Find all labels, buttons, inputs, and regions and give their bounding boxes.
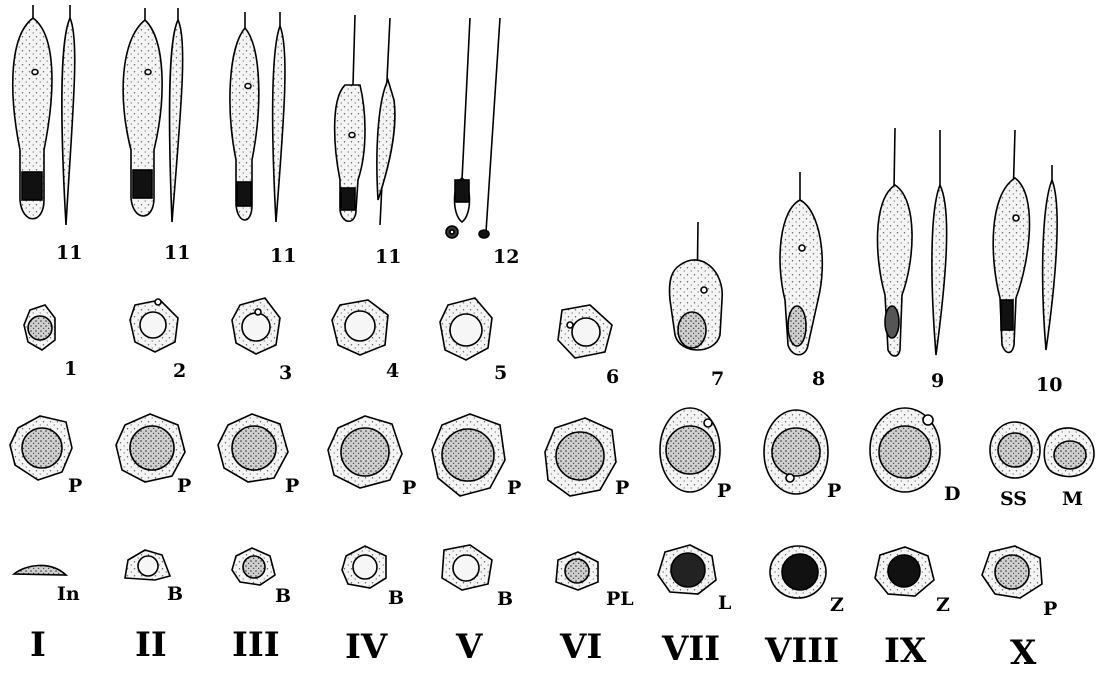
spermatogonia-label-2: B	[167, 585, 183, 604]
spermatogonia-VII	[658, 545, 716, 594]
top-row-cells	[13, 5, 500, 238]
spermatid-label-4: 4	[386, 362, 399, 381]
spermatid-8	[780, 172, 822, 355]
spermatocyte-label-4: P	[402, 479, 416, 498]
spermatocyte-label-10: SS	[1000, 490, 1027, 509]
spermatid-10	[993, 130, 1057, 353]
spermatocyte-label-3: P	[285, 477, 299, 496]
spermatogonia-V	[442, 545, 492, 590]
spermatogonia-label-3: B	[275, 587, 291, 606]
spermatid-label-3: 3	[279, 364, 292, 383]
spermatid-3	[232, 298, 280, 354]
elongate-spermatid-pair-2	[123, 8, 183, 222]
stage-label-I: I	[30, 628, 46, 662]
spermatid-4	[332, 300, 388, 355]
spermatogonia-III	[232, 548, 275, 585]
elongate-spermatid-pair-3	[230, 12, 285, 222]
stage-label-VI: VI	[560, 630, 602, 664]
stage-label-IX: IX	[884, 634, 926, 668]
spermatocyte-III	[218, 414, 288, 482]
spermatid-7	[669, 222, 722, 350]
stage-label-VII: VII	[662, 632, 720, 666]
spermatid-label-6: 6	[606, 368, 619, 387]
spermatid-1	[24, 305, 55, 350]
spermatogonia-label-7: L	[718, 594, 731, 613]
stage-label-III: III	[232, 628, 280, 662]
spermatid-label-7: 7	[711, 370, 724, 389]
spermatid-5	[440, 298, 492, 360]
spermatogonia-I	[14, 565, 66, 575]
elongate-spermatid-pair-5	[446, 18, 500, 238]
spermatogonia-IX	[875, 547, 934, 596]
spermatid-label-5: 5	[494, 364, 507, 383]
spermatid-label-9: 9	[931, 372, 944, 391]
spermatid-label-8: 8	[812, 370, 825, 389]
spermatocyte-label-1: P	[68, 477, 82, 496]
spermatogonia-X	[982, 546, 1042, 598]
stage-label-IV: IV	[345, 630, 387, 664]
spermatocyte-label-11: M	[1062, 490, 1083, 509]
top-label-2: 11	[164, 244, 190, 263]
stage-label-II: II	[135, 628, 167, 662]
spermatocyte-VI	[545, 418, 616, 496]
elongate-spermatid-pair-1	[13, 5, 75, 225]
spermatogonia-label-5: B	[497, 590, 513, 609]
spermatogonia-label-8: Z	[830, 596, 844, 615]
spermatocyte-row-cells	[10, 408, 1094, 496]
top-label-3: 11	[270, 247, 296, 266]
spermatocyte-IX	[870, 408, 940, 492]
top-label-4: 11	[375, 248, 401, 267]
spermatogonia-label-1: In	[57, 585, 80, 604]
top-label-5: 12	[493, 248, 519, 267]
spermatogonia-VI	[556, 552, 598, 590]
spermatocyte-VIII	[764, 410, 828, 494]
spermatocyte-VII	[660, 408, 720, 492]
spermatocyte-IV	[328, 416, 402, 488]
top-label-1: 11	[56, 244, 82, 263]
spermatocyte-label-9: D	[944, 485, 960, 504]
spermatid-label-10: 10	[1036, 376, 1062, 395]
spermatocyte-label-2: P	[177, 477, 191, 496]
spermatogonia-label-10: P	[1043, 600, 1057, 619]
spermatocyte-II	[116, 414, 185, 482]
spermatocyte-label-6: P	[615, 479, 629, 498]
spermatid-9	[877, 128, 946, 356]
spermatocyte-label-5: P	[507, 479, 521, 498]
spermatid-label-2: 2	[173, 362, 186, 381]
stage-label-VIII: VIII	[765, 634, 839, 668]
spermatid-6	[558, 305, 612, 358]
spermatogonia-IV	[342, 546, 386, 588]
spermatogonia-label-6: PL	[606, 590, 634, 609]
stage-label-X: X	[1010, 636, 1036, 670]
spermatocyte-I	[10, 416, 72, 480]
spermatocyte-label-7: P	[717, 482, 731, 501]
spermatocyte-V	[432, 414, 505, 496]
elongate-spermatid-pair-4	[335, 15, 395, 225]
spermatogonia-label-9: Z	[936, 596, 950, 615]
spermatocyte-X	[990, 422, 1094, 478]
spermatid-label-1: 1	[64, 360, 77, 379]
spermatogonia-VIII	[770, 546, 826, 598]
spermatocyte-label-8: P	[827, 482, 841, 501]
spermatogonia-II	[125, 550, 170, 580]
spermatid-2	[130, 299, 178, 352]
stage-label-V: V	[456, 630, 482, 664]
spermatogonia-label-4: B	[388, 589, 404, 608]
